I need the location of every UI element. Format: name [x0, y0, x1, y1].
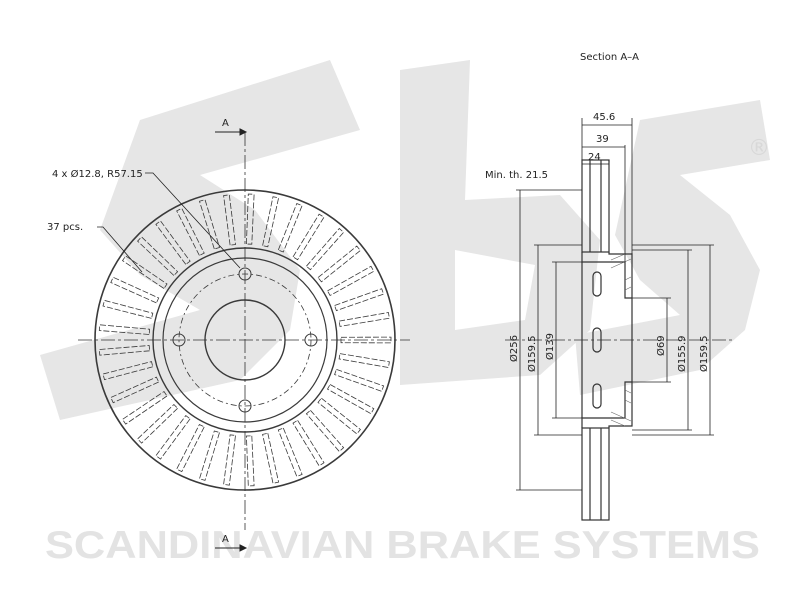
- cooling-vane: [340, 336, 392, 344]
- cooling-vane: [334, 288, 385, 312]
- cooling-vane: [198, 430, 221, 481]
- dia-69-label: Ø69: [655, 335, 667, 356]
- bottom-friction-ring: [581, 427, 610, 521]
- cooling-vane: [338, 312, 390, 327]
- cooling-vane: [277, 202, 303, 253]
- section-marker-top-label: A: [222, 118, 229, 129]
- section-slot-top: [592, 271, 602, 297]
- registered-mark: ®: [748, 136, 770, 161]
- cooling-vane: [121, 255, 168, 290]
- cooling-vane: [155, 415, 191, 460]
- cooling-vane: [262, 432, 280, 484]
- dim-24-label: 24: [588, 152, 601, 163]
- logo-s-right-shape: [575, 100, 770, 395]
- cooling-vane: [277, 427, 303, 478]
- section-marker-bottom-arrow: [239, 544, 248, 552]
- cooling-vane: [292, 213, 325, 261]
- vanes-leader-line: [97, 226, 143, 273]
- cooling-vane: [326, 383, 375, 415]
- cooling-vane: [262, 196, 280, 248]
- cooling-vane: [98, 324, 151, 335]
- cooling-vanes: [98, 193, 392, 487]
- logo-s-left-shape: [40, 60, 360, 420]
- vane-count-label: 37 pcs.: [47, 222, 83, 233]
- width-dimensions: [581, 118, 633, 262]
- cooling-vane: [155, 220, 191, 265]
- diameter-dimensions: [516, 189, 714, 491]
- brand-watermark-text: SCANDINAVIAN BRAKE SYSTEMS: [45, 524, 760, 567]
- dia-139-label: Ø139: [544, 333, 556, 360]
- section-slot-bottom: [592, 383, 602, 409]
- cooling-vane: [137, 403, 179, 444]
- cooling-vane: [110, 376, 160, 404]
- top-friction-ring: [581, 159, 610, 253]
- cooling-vane: [334, 368, 385, 392]
- bolt-holes-label: 4 x Ø12.8, R57.15: [52, 168, 143, 180]
- section-hatching: [610, 253, 632, 427]
- dim-45-6-label: 45.6: [593, 112, 615, 123]
- logo-b-shape: [400, 60, 600, 385]
- cooling-vane: [305, 409, 345, 453]
- dia-155-9-label: Ø155.9: [676, 336, 688, 373]
- cooling-vane: [245, 435, 255, 487]
- cooling-vane: [176, 423, 205, 473]
- section-title: Section A–A: [580, 52, 639, 63]
- cooling-vane: [223, 434, 236, 486]
- cooling-vane: [110, 276, 160, 304]
- dim-39-label: 39: [596, 134, 609, 145]
- section-marker-top-arrow: [239, 128, 248, 136]
- cooling-vane: [121, 390, 168, 425]
- cooling-vane: [198, 199, 221, 250]
- cooling-vane: [292, 419, 325, 467]
- holes-leader-line: [145, 172, 241, 269]
- cooling-vane: [338, 353, 390, 368]
- cooling-vane: [317, 245, 361, 283]
- cooling-vane: [305, 227, 345, 271]
- cooling-vane: [245, 193, 255, 245]
- cooling-vane: [102, 361, 154, 381]
- cooling-vane: [223, 194, 236, 246]
- cooling-vane: [176, 207, 205, 257]
- dia-159-5-left-label: Ø159.5: [526, 336, 538, 373]
- sbs-logo-watermark: [40, 60, 770, 420]
- cooling-vane: [326, 265, 375, 297]
- cooling-vane: [102, 299, 154, 319]
- front-view-leaders: [97, 172, 241, 273]
- section-marker-bottom: [215, 544, 248, 552]
- front-view-centerlines: [78, 132, 410, 530]
- cooling-vane: [317, 397, 361, 435]
- dia-159-5-right-label: Ø159.5: [698, 336, 710, 373]
- cooling-vane: [98, 345, 151, 356]
- disc-section-profile: [581, 159, 633, 521]
- cooling-vane: [137, 236, 179, 277]
- min-thickness-label: Min. th. 21.5: [485, 170, 548, 181]
- section-marker-top: [215, 128, 248, 136]
- dia-256-label: Ø256: [508, 335, 520, 362]
- section-marker-bottom-label: A: [222, 534, 229, 545]
